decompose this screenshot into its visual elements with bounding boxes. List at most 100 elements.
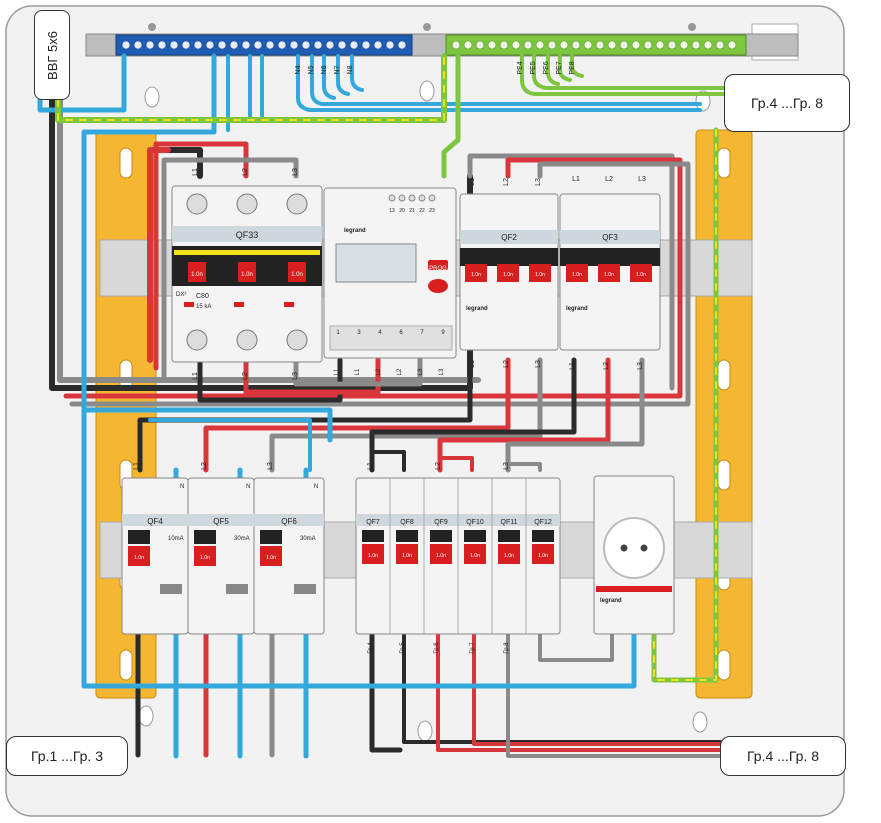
group-output-tag: Гр.4 bbox=[368, 642, 374, 654]
qf12-label: QF12 bbox=[534, 519, 552, 526]
qf6-label: QF6 bbox=[281, 517, 297, 526]
qf2-output-tag: L3 bbox=[535, 360, 542, 368]
on-label: 1.0n bbox=[572, 272, 582, 278]
meter-top-terminal: 23 bbox=[429, 208, 435, 214]
qf33-rating: C80 bbox=[196, 293, 209, 300]
breaker-row-qf7-qf12[interactable] bbox=[355, 477, 561, 635]
qf33-breaking: 15 kA bbox=[196, 304, 211, 310]
rcbo-block[interactable] bbox=[121, 477, 325, 635]
meter-output-tag: L3 bbox=[418, 368, 424, 375]
on-label: 1.0n bbox=[368, 553, 378, 559]
meter-top-terminal: 21 bbox=[409, 208, 415, 214]
pe-bus-tag: PE8 bbox=[569, 61, 576, 74]
qf2-input-tag: L1 bbox=[469, 178, 476, 186]
group-output-tag: Гр.8 bbox=[504, 642, 510, 654]
breaker-qf3[interactable] bbox=[559, 193, 661, 351]
energy-meter bbox=[323, 187, 457, 359]
cable-label: ВВГ 5х6 bbox=[44, 30, 60, 80]
pe-bus-tag: PE6 bbox=[543, 61, 550, 74]
meter-bottom-terminal: 7 bbox=[420, 330, 424, 336]
callout-bottom-left: Гр.1 ...Гр. 3 bbox=[6, 736, 128, 776]
qf7-label: QF7 bbox=[366, 519, 380, 526]
rcbo-n-label: N bbox=[314, 484, 318, 490]
rcbo-rating: 30mA bbox=[234, 536, 250, 542]
qf33-output-tag: L2 bbox=[242, 372, 249, 380]
rcbo-input-tag: L1 bbox=[133, 462, 140, 470]
meter-output-tag: L3 bbox=[439, 368, 445, 375]
qf33-brand: DX³ bbox=[176, 292, 186, 298]
qf2-input-tag: L2 bbox=[503, 178, 510, 186]
qf3-phase-label: L3 bbox=[638, 176, 646, 183]
din-socket bbox=[593, 475, 675, 635]
rcbo-n-label: N bbox=[246, 484, 250, 490]
meter-bottom-terminal: 6 bbox=[399, 330, 403, 336]
on-label: 1.0n bbox=[535, 272, 545, 278]
meter-output-tag: L2 bbox=[376, 368, 382, 375]
qf10-label: QF10 bbox=[466, 519, 484, 526]
qf33-input-tag: L3 bbox=[292, 168, 299, 176]
qf3-label: QF3 bbox=[602, 233, 618, 242]
qf3-brand: legrand bbox=[566, 306, 588, 312]
on-label: 1.0n bbox=[134, 555, 144, 561]
main-breaker-qf33[interactable] bbox=[171, 185, 323, 363]
meter-top-terminal: 13 bbox=[389, 208, 395, 214]
meter-bottom-terminal: 3 bbox=[357, 330, 361, 336]
on-label: 1.0n bbox=[471, 272, 481, 278]
pe-bus-tag: PE4 bbox=[517, 61, 524, 74]
breaker-qf2[interactable] bbox=[459, 193, 559, 351]
on-label: 1.0n bbox=[436, 553, 446, 559]
meter-brand: legrand bbox=[344, 228, 366, 234]
group-output-tag: Гр.6 bbox=[434, 642, 440, 654]
qf33-input-tag: L1 bbox=[192, 168, 199, 176]
on-label: 1.0n bbox=[266, 555, 276, 561]
qf2-brand: legrand bbox=[466, 306, 488, 312]
n-bus-tag: N7 bbox=[334, 65, 341, 74]
qf3-phase-label: L1 bbox=[572, 176, 580, 183]
meter-output-tag: L2 bbox=[397, 368, 403, 375]
meter-top-terminal: 22 bbox=[419, 208, 425, 214]
cable-label-box: ВВГ 5х6 bbox=[34, 10, 70, 100]
on-label: 1.0n bbox=[504, 553, 514, 559]
meter-output-tag: L1 bbox=[355, 368, 361, 375]
n-bus-tag: N5 bbox=[308, 65, 315, 74]
qf33-input-tag: L2 bbox=[242, 168, 249, 176]
meter-output-tag: L1 bbox=[334, 368, 340, 375]
meter-bottom-terminal: 9 bbox=[441, 330, 445, 336]
rcbo-input-tag: L3 bbox=[267, 462, 274, 470]
right-mounting-rail bbox=[695, 129, 753, 699]
meter-prog-button: PROG bbox=[429, 266, 447, 272]
socket-brand: legrand bbox=[600, 598, 622, 604]
qf2-output-tag: L1 bbox=[469, 360, 476, 368]
qf3-phase-label: L2 bbox=[605, 176, 613, 183]
qf33-label: QF33 bbox=[236, 230, 259, 240]
qf2-label: QF2 bbox=[501, 233, 517, 242]
on-label: 1.0n bbox=[636, 272, 646, 278]
busbar-strip bbox=[85, 23, 799, 57]
qf9-label: QF9 bbox=[434, 519, 448, 526]
on-label: 1.0n bbox=[200, 555, 210, 561]
meter-bottom-terminal: 1 bbox=[336, 330, 340, 336]
on-label: 1.0n bbox=[191, 272, 203, 278]
rcbo-input-tag: L2 bbox=[201, 462, 208, 470]
n-bus-tag: N4 bbox=[295, 65, 302, 74]
wires bbox=[37, 53, 726, 759]
qf8-label: QF8 bbox=[400, 519, 414, 526]
on-label: 1.0n bbox=[538, 553, 548, 559]
on-label: 1.0n bbox=[503, 272, 513, 278]
qf2-input-tag: L3 bbox=[535, 178, 542, 186]
n-bus-tag: N8 bbox=[347, 65, 354, 74]
qf4-label: QF4 bbox=[147, 517, 163, 526]
qf11-label: QF11 bbox=[501, 519, 518, 526]
on-label: 1.0n bbox=[291, 272, 303, 278]
on-label: 1.0n bbox=[402, 553, 412, 559]
qf3-output-tag: L1 bbox=[569, 362, 576, 370]
pe-bus-tag: PE5 bbox=[530, 61, 537, 74]
small-breaker-input-tag: L3 bbox=[503, 462, 510, 470]
on-label: 1.0n bbox=[241, 272, 253, 278]
meter-top-terminal: 20 bbox=[399, 208, 405, 214]
qf5-label: QF5 bbox=[213, 517, 229, 526]
rcbo-n-label: N bbox=[180, 484, 184, 490]
small-breaker-input-tag: L1 bbox=[367, 462, 374, 470]
on-label: 1.0n bbox=[604, 272, 614, 278]
